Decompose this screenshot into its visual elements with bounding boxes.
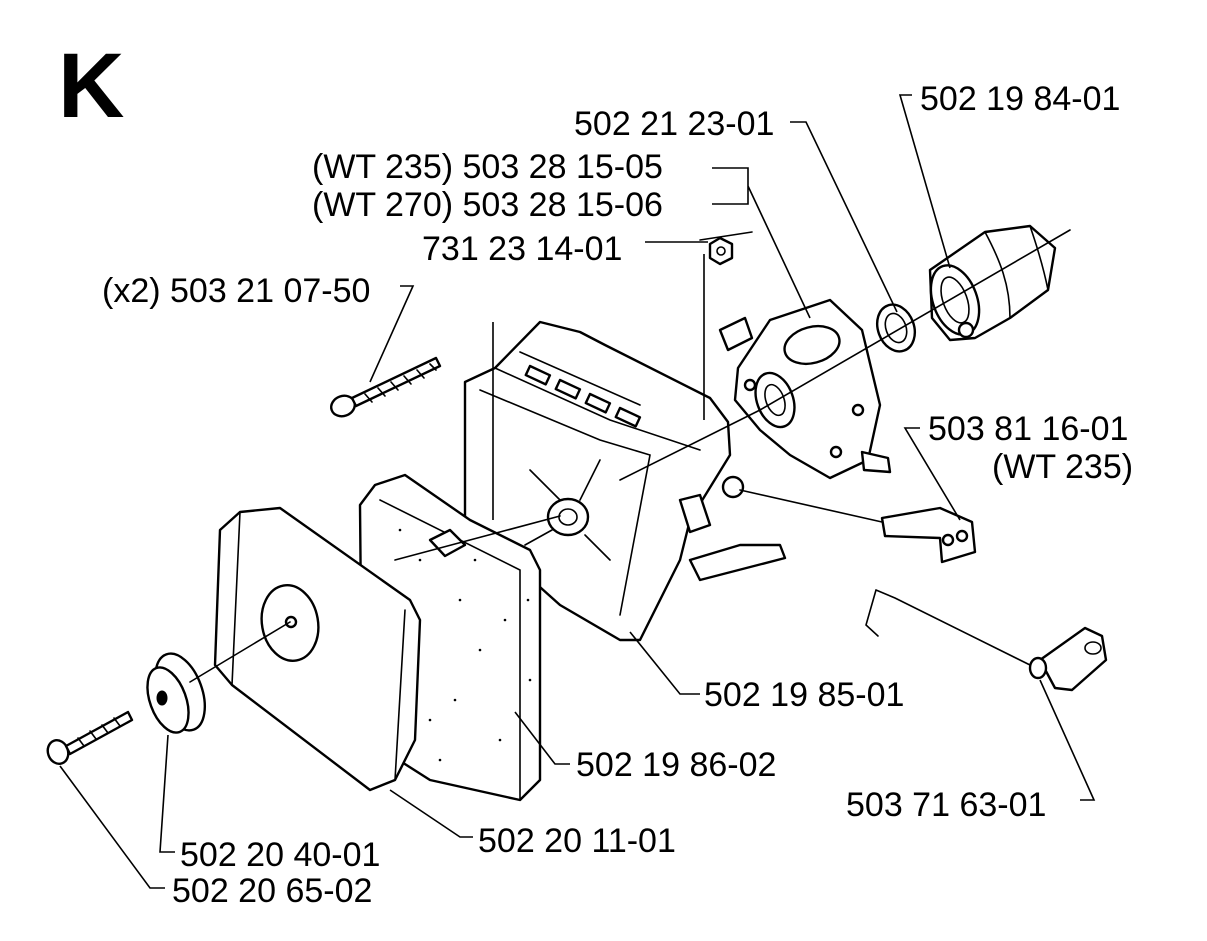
label-nut: 731 23 14-01 bbox=[422, 230, 622, 268]
nut-drawing bbox=[708, 236, 734, 266]
filter-cover-drawing bbox=[213, 506, 422, 792]
label-air-filter-housing: 502 19 85-01 bbox=[704, 676, 904, 714]
long-screw-drawing bbox=[330, 356, 442, 418]
knob-drawing bbox=[146, 652, 206, 734]
label-carburetor-wt270: (WT 270) 503 28 15-06 bbox=[312, 186, 663, 224]
assembly-axis-lines bbox=[189, 229, 1071, 683]
throttle-rod-drawing bbox=[865, 589, 1108, 692]
sheet-letter: K bbox=[58, 35, 124, 137]
intake-manifold-drawing bbox=[928, 224, 1057, 342]
label-filter-element: 502 19 86-02 bbox=[576, 746, 776, 784]
gasket-drawing bbox=[875, 303, 917, 353]
label-filter-cover: 502 20 11-01 bbox=[478, 822, 676, 860]
label-bracket-note: (WT 235) bbox=[992, 448, 1133, 486]
cover-screw-drawing bbox=[46, 710, 134, 765]
label-throttle-rod: 503 71 63-01 bbox=[846, 786, 1046, 824]
leader-lines bbox=[59, 94, 1096, 889]
label-screw-x2: (x2) 503 21 07-50 bbox=[102, 272, 370, 310]
label-cover-screw: 502 20 65-02 bbox=[172, 872, 372, 910]
label-knob: 502 20 40-01 bbox=[180, 836, 380, 874]
bracket-drawing bbox=[880, 506, 977, 564]
label-gasket: 502 21 23-01 bbox=[574, 105, 774, 143]
label-bracket: 503 81 16-01 bbox=[928, 410, 1128, 448]
carburetor-drawing bbox=[718, 298, 892, 480]
label-carburetor-wt235: (WT 235) 503 28 15-05 bbox=[312, 148, 663, 186]
label-intake-manifold: 502 19 84-01 bbox=[920, 80, 1120, 118]
